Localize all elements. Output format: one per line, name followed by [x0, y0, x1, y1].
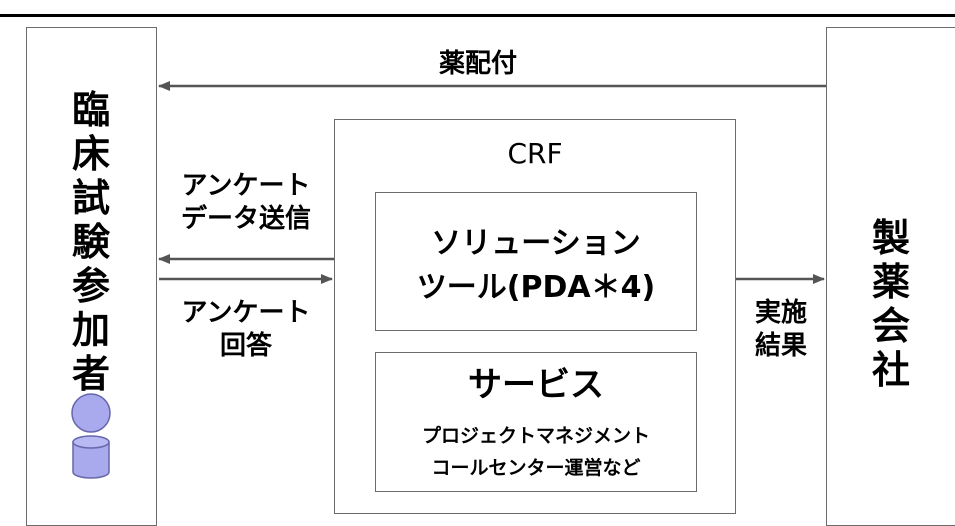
service-subtitle: プロジェクトマネジメント コールセンター運営など [421, 425, 650, 479]
result-label: 実施 結果 [754, 298, 807, 361]
person-icon [71, 393, 111, 479]
solution-text: ソリューション ツール(PDA＊4) [416, 226, 656, 305]
top-rule [0, 14, 955, 17]
pharma-box [826, 27, 955, 526]
pharma-label: 製薬会社 [871, 216, 910, 392]
participant-label: 臨床試験参加者 [71, 88, 110, 396]
crf-title: CRF [507, 137, 563, 170]
service-box [375, 352, 697, 492]
questionnaire-send-label: アンケート データ送信 [180, 171, 311, 234]
solution-box [375, 192, 697, 331]
questionnaire-answer-label: アンケート 回答 [181, 298, 311, 361]
drug-delivery-label: 薬配付 [438, 49, 517, 79]
service-title: サービス [468, 365, 604, 405]
